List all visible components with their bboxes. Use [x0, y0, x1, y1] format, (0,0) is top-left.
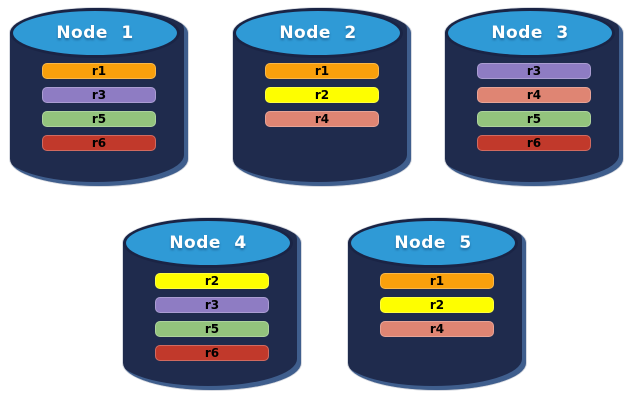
- replica-list: r3 r4 r5 r6: [445, 63, 623, 151]
- cylinder-top-ellipse: [10, 8, 180, 58]
- replica-bar-r5: r5: [155, 321, 269, 337]
- replica-bar-r2: r2: [380, 297, 494, 313]
- node-title: Node 4: [169, 233, 247, 253]
- db-node: Node 2 r1 r2 r4: [233, 8, 411, 186]
- replica-bar-r6: r6: [42, 135, 156, 151]
- replica-bar-r1: r1: [265, 63, 379, 79]
- replica-bar-r2: r2: [265, 87, 379, 103]
- node-title: Node 3: [491, 23, 569, 43]
- node-title: Node 1: [56, 23, 134, 43]
- db-node: Node 4 r2 r3 r5 r6: [123, 218, 301, 390]
- replica-list: r1 r2 r4: [348, 273, 526, 337]
- replica-bar-r4: r4: [477, 87, 591, 103]
- node-title: Node 2: [279, 23, 357, 43]
- replica-bar-r2: r2: [155, 273, 269, 289]
- replica-bar-r4: r4: [265, 111, 379, 127]
- db-node: Node 1 r1 r3 r5 r6: [10, 8, 188, 186]
- replica-bar-r3: r3: [155, 297, 269, 313]
- cylinder-top-ellipse: [123, 218, 293, 268]
- cylinder-top-ellipse: [348, 218, 518, 268]
- replica-bar-r3: r3: [477, 63, 591, 79]
- db-node: Node 5 r1 r2 r4: [348, 218, 526, 390]
- replica-bar-r1: r1: [380, 273, 494, 289]
- replica-list: r1 r2 r4: [233, 63, 411, 127]
- replica-list: r2 r3 r5 r6: [123, 273, 301, 361]
- replica-bar-r6: r6: [155, 345, 269, 361]
- replica-bar-r5: r5: [42, 111, 156, 127]
- cylinder-top-ellipse: [445, 8, 615, 58]
- node-title: Node 5: [394, 233, 472, 253]
- replica-list: r1 r3 r5 r6: [10, 63, 188, 151]
- db-node: Node 3 r3 r4 r5 r6: [445, 8, 623, 186]
- replica-bar-r4: r4: [380, 321, 494, 337]
- replica-bar-r5: r5: [477, 111, 591, 127]
- replica-bar-r1: r1: [42, 63, 156, 79]
- replica-bar-r6: r6: [477, 135, 591, 151]
- cylinder-top-ellipse: [233, 8, 403, 58]
- replica-bar-r3: r3: [42, 87, 156, 103]
